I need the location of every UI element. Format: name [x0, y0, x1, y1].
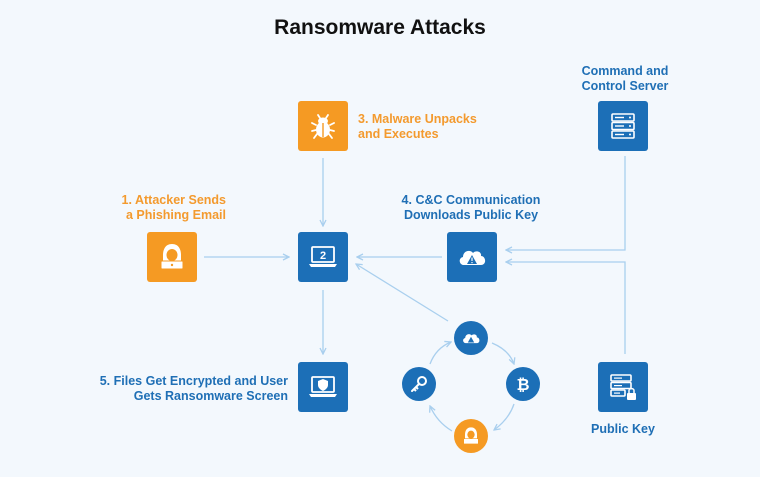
arrow-cycle-to-laptop	[356, 264, 449, 322]
server-lock-icon	[610, 374, 636, 400]
cycle-hacker-circle	[454, 419, 488, 453]
cloud-warning-icon	[463, 334, 480, 344]
key-icon	[411, 376, 427, 392]
public-key-server-box	[598, 362, 648, 412]
encrypted-box	[298, 362, 348, 412]
laptop-icon: 2	[309, 246, 337, 267]
arrow-publickey-to-cloud	[506, 262, 626, 354]
cycle-bitcoin-circle: ₿	[506, 367, 540, 401]
server-box	[598, 101, 648, 151]
public-key-label: Public Key	[591, 422, 655, 436]
laptop-step-number: 2	[320, 250, 326, 262]
cycle-arc-hacker-to-key	[430, 406, 453, 432]
cloud-warning-icon	[459, 250, 486, 265]
bitcoin-icon: ₿	[516, 375, 529, 394]
svg-text:₿: ₿	[516, 375, 529, 394]
cc-communication-box	[447, 232, 497, 282]
laptop-box: 2	[298, 232, 348, 282]
hacker-icon	[160, 244, 184, 270]
arrow-server-to-cloud	[506, 156, 626, 250]
server-icon	[611, 113, 635, 139]
cycle-arc-cloud-to-bitcoin	[491, 342, 514, 364]
attacker-box	[147, 232, 197, 282]
cycle-key-circle	[402, 367, 436, 401]
bug-icon	[311, 114, 335, 139]
malware-box	[298, 101, 348, 151]
hacker-icon	[463, 427, 479, 445]
cycle-arc-key-to-cloud	[429, 342, 451, 365]
cycle-cloud-circle	[454, 321, 488, 355]
diagram-title: Ransomware Attacks	[274, 16, 486, 39]
shield-laptop-icon	[309, 376, 337, 397]
cycle-arc-bitcoin-to-hacker	[494, 403, 515, 430]
